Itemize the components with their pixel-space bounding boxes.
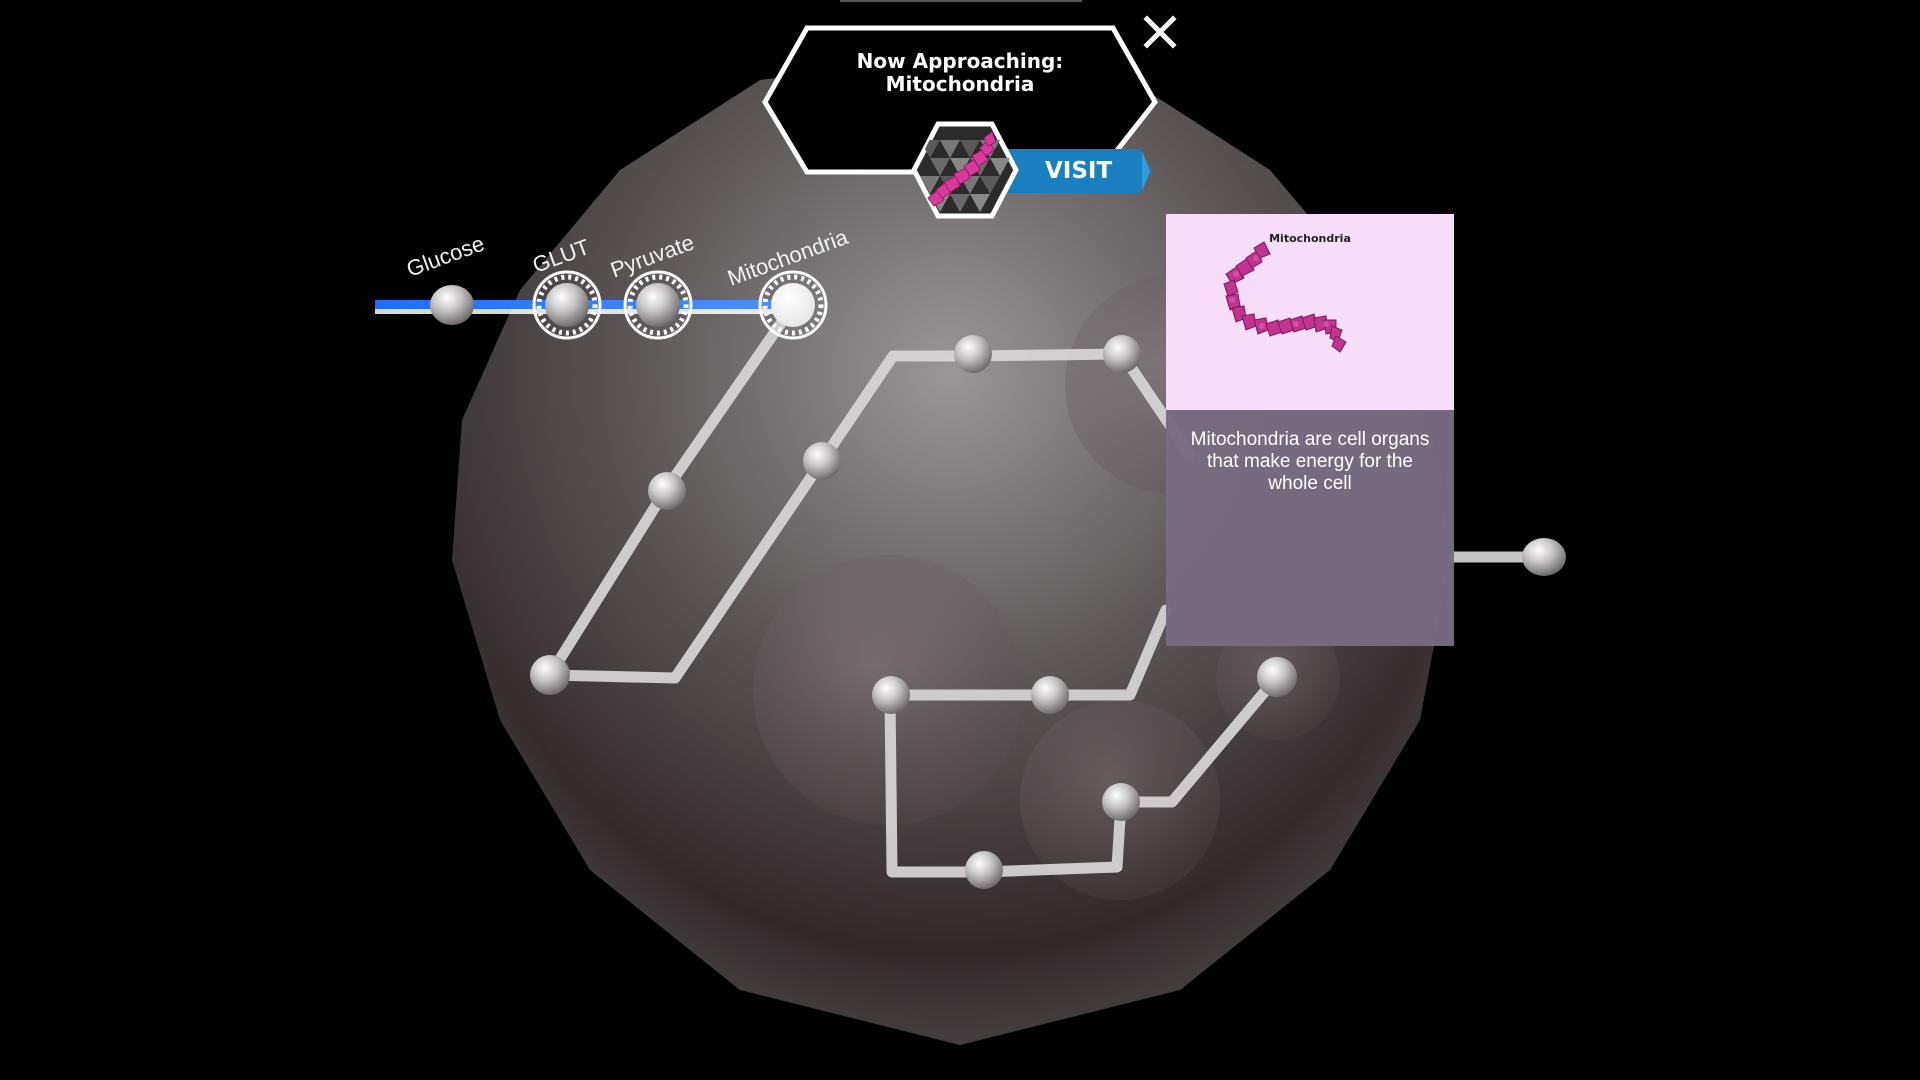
banner-title-line1: Now Approaching:	[856, 49, 1064, 73]
node-ball[interactable]	[648, 472, 686, 510]
mitochondria-illustration-icon	[1223, 241, 1347, 353]
info-card-description: Mitochondria are cell organs that make e…	[1190, 429, 1430, 494]
visit-button-label: VISIT	[1045, 158, 1113, 184]
top-indicator-bar	[840, 0, 1082, 2]
approaching-banner: Now Approaching: Mitochondria VISIT	[760, 22, 1160, 222]
node-ball[interactable]	[530, 655, 570, 695]
pathway-loop-lower	[884, 604, 1283, 878]
pathway-stations	[430, 270, 828, 340]
node-ball[interactable]	[1102, 783, 1140, 821]
thumbnail-mitochondria-chain	[927, 131, 997, 207]
info-card: Mitochondria	[1166, 214, 1454, 646]
pathway-nodes	[530, 335, 1566, 889]
mitochondria-thumbnail-icon[interactable]	[910, 120, 1020, 220]
node-ball[interactable]	[965, 851, 1003, 889]
glucose-label: Glucose	[403, 231, 487, 282]
glucose-node[interactable]	[430, 285, 474, 325]
info-card-image: Mitochondria	[1166, 214, 1454, 410]
visit-button-shape	[1000, 149, 1152, 193]
info-card-image-title: Mitochondria	[1269, 232, 1351, 245]
mitochondria-node[interactable]	[758, 270, 828, 340]
node-ball[interactable]	[872, 676, 910, 714]
exit-node-ball[interactable]	[1522, 538, 1566, 576]
visit-button[interactable]: VISIT	[1000, 149, 1152, 193]
node-ball[interactable]	[1031, 676, 1069, 714]
close-button[interactable]	[1138, 10, 1182, 54]
banner-title-line2: Mitochondria	[885, 72, 1035, 96]
banner-title: Now Approaching: Mitochondria	[760, 50, 1160, 96]
pyruvate-node[interactable]	[623, 270, 693, 340]
node-ball[interactable]	[1257, 657, 1297, 697]
node-ball[interactable]	[954, 335, 992, 373]
node-ball[interactable]	[803, 442, 841, 480]
glut-node[interactable]	[532, 270, 602, 340]
close-icon	[1143, 15, 1177, 49]
node-ball[interactable]	[1103, 335, 1141, 373]
